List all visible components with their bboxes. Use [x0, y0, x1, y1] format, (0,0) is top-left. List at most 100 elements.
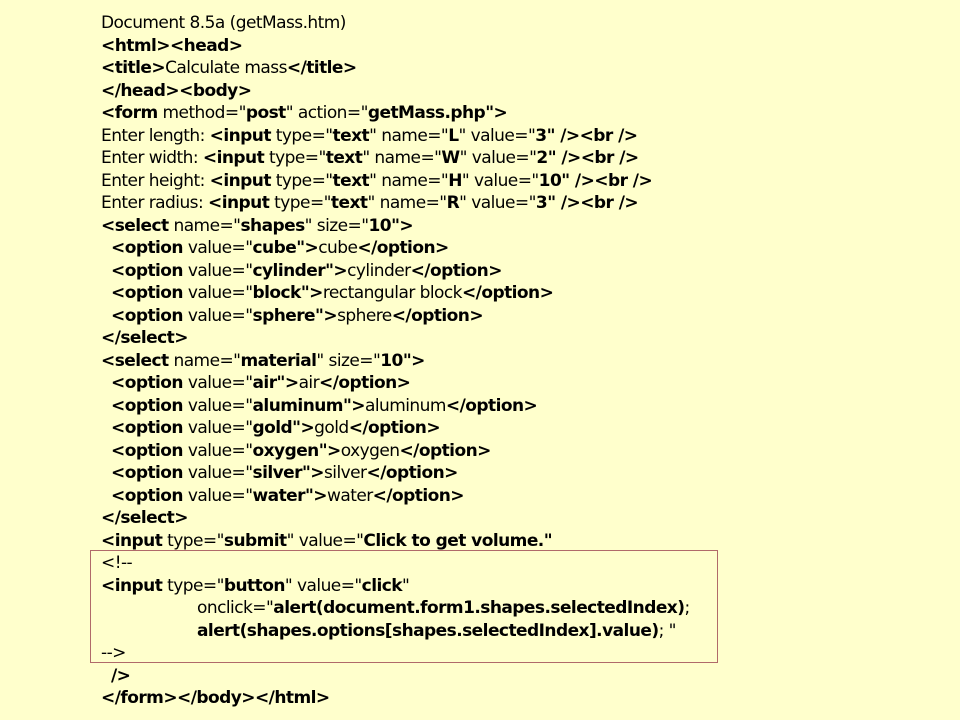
code-markup: text — [332, 125, 370, 146]
code-markup: text — [332, 170, 370, 191]
code-text: type=" — [269, 193, 331, 213]
code-markup: </form> — [101, 688, 178, 708]
code-text: ; " — [658, 620, 677, 641]
code-markup: block — [252, 283, 302, 303]
code-text: type=" — [264, 148, 326, 168]
code-text: value=" — [182, 238, 253, 258]
code-markup: <input — [209, 170, 272, 191]
code-markup: </option> — [319, 373, 411, 393]
code-markup: <option — [111, 463, 184, 483]
code-markup: </option> — [445, 395, 538, 416]
code-markup: <input — [101, 530, 163, 551]
code-markup: "> — [325, 260, 348, 281]
code-markup: H — [448, 170, 462, 191]
code-markup: " /> — [547, 148, 582, 168]
code-markup: <input — [202, 148, 265, 168]
code-line: </select> — [101, 507, 951, 530]
code-markup: air — [252, 373, 278, 393]
code-text: Calculate mass — [165, 58, 287, 78]
code-markup: R — [446, 193, 460, 213]
code-line: <option value="cylinder">cylinder</optio… — [101, 260, 951, 283]
code-markup: /> — [111, 665, 131, 686]
code-line: </select> — [101, 327, 951, 350]
code-markup: 3 — [535, 193, 548, 213]
code-markup: 10 — [538, 170, 562, 191]
code-text: " value=" — [459, 148, 537, 168]
code-markup: alert(shapes.options[shapes.selectedInde… — [197, 620, 659, 641]
code-text: value=" — [182, 305, 253, 326]
code-text: name=" — [168, 350, 241, 371]
code-markup: 10 — [368, 215, 392, 236]
code-text: cube — [318, 238, 358, 258]
code-markup: <option — [111, 238, 184, 258]
code-text: " size=" — [304, 215, 369, 236]
code-text: " value=" — [286, 530, 364, 551]
code-text: rectangular block — [322, 283, 463, 303]
code-line: <option value="water">water</option> — [101, 485, 951, 508]
code-text: water — [326, 485, 373, 506]
code-text: " — [402, 575, 410, 596]
code-text: value=" — [182, 373, 253, 393]
code-markup: 3 — [535, 125, 547, 146]
code-text: " name=" — [369, 125, 449, 146]
code-text: type=" — [270, 170, 333, 191]
code-markup: </option> — [348, 418, 441, 438]
code-text: ; — [684, 598, 690, 618]
code-text: air — [298, 373, 320, 393]
code-markup: "> — [342, 395, 366, 416]
code-markup: </html> — [254, 688, 330, 708]
code-text: cylinder — [347, 260, 411, 281]
code-text: Enter height: — [101, 170, 210, 191]
code-markup: <option — [111, 260, 184, 281]
code-text: value=" — [182, 440, 253, 461]
code-line: <option value="oxygen">oxygen</option> — [101, 440, 951, 463]
code-text: name=" — [168, 215, 241, 236]
code-markup: water — [252, 485, 306, 506]
code-markup: <title> — [101, 58, 166, 78]
code-text: type=" — [270, 125, 333, 146]
code-text: aluminum — [364, 395, 446, 416]
code-markup: <br /> — [580, 148, 639, 168]
code-markup: L — [448, 125, 459, 146]
code-markup: "> — [296, 238, 319, 258]
code-markup: "> — [402, 350, 426, 371]
code-text: value=" — [182, 463, 253, 483]
code-markup: <option — [111, 485, 184, 506]
code-markup: <input — [101, 575, 163, 596]
code-markup: button — [223, 575, 286, 596]
code-markup: cube — [252, 238, 297, 258]
code-text: value=" — [182, 395, 253, 416]
code-markup: " — [543, 530, 553, 551]
code-markup: Click to get volume. — [363, 530, 544, 551]
code-markup: <select — [101, 215, 169, 236]
code-markup: getMass.php — [367, 103, 486, 123]
code-text: " value=" — [459, 193, 536, 213]
code-text: Enter radius: — [101, 193, 209, 213]
code-line: <option value="gold">gold</option> — [101, 417, 951, 440]
code-markup: <head> — [169, 35, 243, 56]
code-text: " value=" — [461, 170, 539, 191]
code-markup: "> — [276, 373, 300, 393]
code-markup: text — [330, 193, 368, 213]
code-line: Enter width: <input type="text" name="W"… — [101, 147, 951, 170]
code-text: " value=" — [284, 575, 362, 596]
code-line: <title>Calculate mass</title> — [101, 57, 951, 80]
code-markup: </body> — [177, 688, 256, 708]
code-text: --> — [101, 643, 126, 663]
code-markup: </select> — [101, 508, 189, 528]
code-markup: <option — [111, 395, 184, 416]
code-markup: "> — [304, 485, 328, 506]
code-markup: <html> — [101, 35, 171, 56]
code-markup: text — [325, 148, 363, 168]
code-text: " name=" — [362, 148, 442, 168]
code-text: oxygen — [340, 440, 400, 461]
code-text: silver — [323, 463, 367, 483]
code-line: <option value="air">air</option> — [101, 372, 951, 395]
code-markup: 2 — [536, 148, 548, 168]
code-markup: alert(document.form1.shapes.selectedInde… — [273, 598, 685, 618]
code-line: Enter height: <input type="text" name="H… — [101, 170, 951, 193]
code-markup: <input — [208, 193, 270, 213]
code-markup: </title> — [286, 58, 357, 78]
code-markup: "> — [391, 215, 414, 236]
code-markup: <body> — [179, 80, 252, 101]
